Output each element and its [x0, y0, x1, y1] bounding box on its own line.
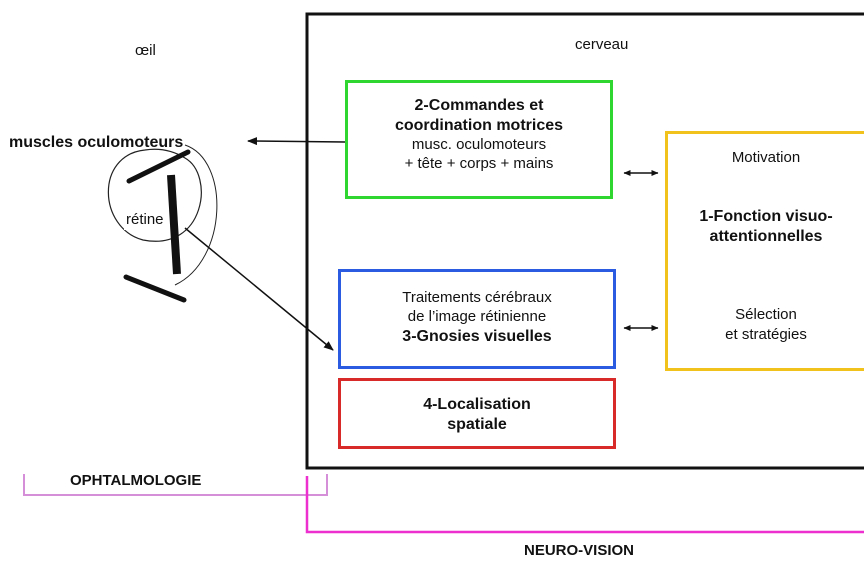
attention-motivation: Motivation	[731, 149, 801, 166]
brain-frame	[305, 12, 864, 470]
eye-label: œil	[135, 42, 156, 59]
muscles-label: muscles oculomoteurs	[9, 134, 184, 151]
attention-title-1: 1-Fonction visuo-	[699, 208, 833, 225]
brain-label: cerveau	[575, 36, 629, 53]
commandes-box: 2-Commandes et coordination motrices mus…	[345, 80, 613, 199]
ophtalmologie-bracket	[23, 474, 328, 496]
arrow-commandes-to-muscles	[247, 137, 346, 146]
gnosies-line-2: de l’image rétinienne	[407, 307, 547, 325]
commandes-title-2: coordination motrices	[394, 117, 564, 134]
commandes-line-3: musc. oculomoteurs	[411, 136, 547, 153]
localisation-title-2: spatiale	[447, 416, 507, 433]
attention-selection: Sélection	[735, 306, 797, 323]
retina-label: rétine	[124, 211, 166, 230]
attention-box: Motivation 1-Fonction visuo- attentionne…	[665, 131, 864, 371]
localisation-title-1: 4-Localisation	[423, 396, 531, 413]
gnosies-line-1: Traitements cérébraux	[402, 289, 552, 306]
gnosies-box: Traitements cérébraux de l’image rétinie…	[338, 269, 616, 369]
gnosies-title: 3-Gnosies visuelles	[402, 327, 552, 345]
attention-title-2: attentionnelles	[709, 228, 823, 245]
neuro-vision-label: NEURO-VISION	[524, 542, 635, 559]
localisation-box: 4-Localisation spatiale	[338, 378, 616, 449]
commandes-line-4: + tête + corps + mains	[404, 154, 554, 172]
eye-drawing	[107, 144, 218, 303]
ophtalmologie-label: OPHTALMOLOGIE	[70, 472, 202, 489]
neuro-vision-bracket	[305, 476, 864, 534]
commandes-title-1: 2-Commandes et	[414, 97, 544, 114]
attention-strategies: et stratégies	[725, 326, 807, 343]
arrow-retine-to-gnosies	[184, 227, 334, 351]
